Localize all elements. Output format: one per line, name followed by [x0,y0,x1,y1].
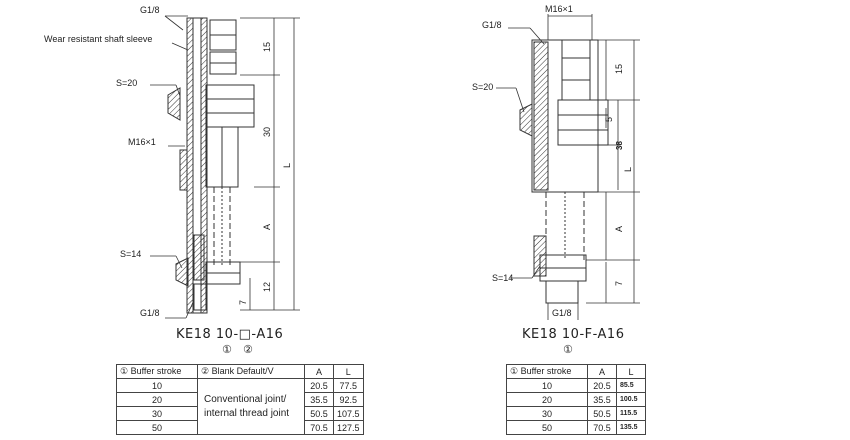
header-buffer-stroke: ① Buffer stroke [116,364,198,379]
table-header-row: ① Buffer stroke ② Blank Default/V A L [116,364,364,379]
right-dim-7: 7 [614,281,624,286]
header-a: A [304,364,334,379]
right-dim-A: A [614,226,624,232]
left-dim-7: 7 [238,300,248,305]
right-thread-label: M16×1 [545,4,573,14]
right-labels: M16×1 G1/8 S=20 S=14 G1/8 15 5 38 L A 7 … [472,4,633,356]
table-header-row: ① Buffer stroke A L [506,364,646,379]
table-row: 30 50.5 107.5 [116,406,364,421]
cell-stroke: 30 [506,406,588,421]
cell-stroke: 10 [506,378,588,393]
right-dim-L: L [623,167,633,172]
left-callout-1: ① [222,343,232,356]
right-dim-15: 15 [614,64,624,74]
right-dim-5: 5 [604,117,614,122]
right-dimensions [496,14,640,320]
joint-text-line2: internal thread joint [204,407,290,419]
cell-a: 35.5 [304,392,334,407]
left-dim-30: 30 [262,127,272,137]
right-model-code: KE18 10-F-A16 [522,327,624,342]
cell-a: 50.5 [587,406,617,421]
table-row: 10 Conventional joint/ internal thread j… [116,378,364,435]
header-buffer-stroke: ① Buffer stroke [506,364,588,379]
cell-stroke: 20 [506,392,588,407]
left-dim-12: 12 [262,282,272,292]
cell-a: 20.5 [587,378,617,393]
left-model-code: KE18 10-□-A16 [176,327,283,342]
right-callout-1: ① [563,343,573,356]
left-callout-2: ② [243,343,253,356]
left-dim-L: L [282,163,292,168]
cell-a: 70.5 [304,420,334,435]
left-cylinder-drawing [167,17,255,314]
cell-l: 92.5 [333,392,364,407]
left-sleeve-label: Wear resistant shaft sleeve [44,34,152,44]
cell-l: 77.5 [333,378,364,393]
table-row: 50 70.5 135.5 [506,420,646,435]
cell-stroke: 50 [506,420,588,435]
cell-stroke: 20 [116,392,198,407]
table-row: 50 70.5 127.5 [116,420,364,435]
header-a: A [587,364,617,379]
table-row: 20 35.5 100.5 [506,392,646,407]
right-port-top-label: G1/8 [482,20,502,30]
cell-stroke: 10 [116,378,198,393]
left-dim-15: 15 [262,42,272,52]
left-wrench-bottom-label: S=14 [120,249,141,259]
cell-l: 85.5 [616,378,646,393]
right-spec-table: ① Buffer stroke A L 10 20.5 85.5 20 35.5… [506,364,646,435]
cell-stroke: 50 [116,420,198,435]
cell-l: 115.5 [616,406,646,421]
left-thread-label: M16×1 [128,137,156,147]
header-blank-default: ② Blank Default/V [197,364,305,379]
header-l: L [333,364,364,379]
left-spec-table: ① Buffer stroke ② Blank Default/V A L 10… [116,364,364,435]
cell-a: 70.5 [587,420,617,435]
joint-text-line1: Conventional joint/ [204,393,287,405]
joint-description: Conventional joint/ internal thread join… [197,378,305,435]
cell-a: 35.5 [587,392,617,407]
cell-l: 100.5 [616,392,646,407]
right-cylinder-drawing [519,39,609,304]
cell-stroke: 30 [116,406,198,421]
cell-a: 20.5 [304,378,334,393]
right-port-bottom-label: G1/8 [552,308,572,318]
right-wrench-top-label: S=20 [472,82,493,92]
left-wrench-top-label: S=20 [116,78,137,88]
left-dimensions [150,15,300,319]
header-l: L [616,364,646,379]
left-dim-A: A [262,224,272,230]
table-row: 20 35.5 92.5 [116,392,364,407]
cell-l: 107.5 [333,406,364,421]
left-labels: G1/8 Wear resistant shaft sleeve S=20 M1… [44,5,292,356]
cell-a: 50.5 [304,406,334,421]
right-wrench-bottom-label: S=14 [492,273,513,283]
left-port-bottom-label: G1/8 [140,308,160,318]
right-dim-38: 38 [615,141,624,150]
cell-l: 135.5 [616,420,646,435]
table-row: 10 20.5 85.5 [506,378,646,393]
cell-l: 127.5 [333,420,364,435]
table-row: 30 50.5 115.5 [506,406,646,421]
left-port-top-label: G1/8 [140,5,160,15]
